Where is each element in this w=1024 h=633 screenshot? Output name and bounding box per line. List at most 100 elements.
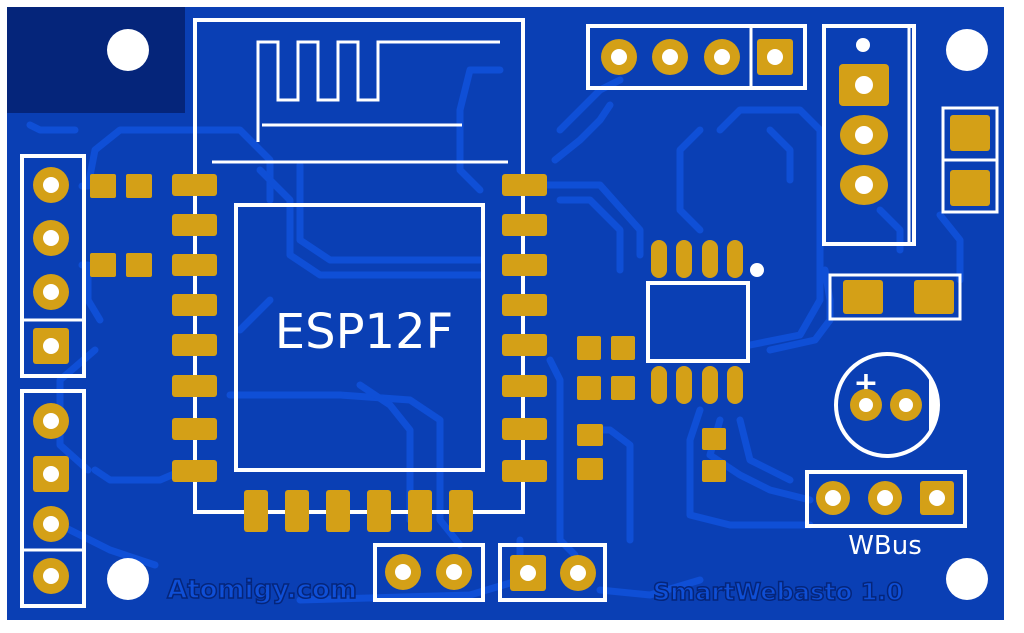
chip-pin bbox=[651, 240, 667, 278]
website-label: Atomigy.com bbox=[167, 575, 357, 605]
header-pin-hole bbox=[877, 490, 893, 506]
module-pad bbox=[502, 174, 547, 196]
smd-resistors-left bbox=[90, 174, 152, 277]
header-outline bbox=[20, 389, 86, 608]
left-header-top bbox=[20, 154, 86, 378]
smd-pad bbox=[611, 336, 635, 360]
smd-pad bbox=[90, 174, 116, 198]
module-pad bbox=[502, 294, 547, 316]
capacitor-pin-hole bbox=[899, 398, 913, 412]
header-pin-hole bbox=[714, 49, 730, 65]
smd-pad bbox=[702, 428, 726, 450]
soic8-chip bbox=[646, 240, 764, 404]
module-pads-right bbox=[502, 174, 547, 482]
smd-outline bbox=[828, 273, 962, 321]
header-pin-hole bbox=[855, 76, 873, 94]
chip-pin bbox=[727, 366, 743, 404]
smd-pad bbox=[577, 458, 603, 480]
header-pin-hole bbox=[446, 564, 462, 580]
mounting-holes bbox=[107, 29, 988, 600]
header-outline bbox=[373, 543, 485, 602]
header-pin-hole bbox=[43, 568, 59, 584]
dark-copper-zone bbox=[7, 7, 185, 113]
smd-pad bbox=[843, 280, 883, 314]
chip-body bbox=[646, 281, 750, 363]
header-pin-hole bbox=[825, 490, 841, 506]
header-pin-hole bbox=[855, 176, 873, 194]
module-pad bbox=[172, 334, 217, 356]
chip-pin bbox=[651, 366, 667, 404]
module-pad bbox=[244, 490, 268, 532]
header-pin-hole bbox=[395, 564, 411, 580]
top-header bbox=[586, 24, 807, 90]
right-vertical-header bbox=[822, 24, 916, 246]
smd-pad bbox=[577, 424, 603, 446]
module-pad bbox=[367, 490, 391, 532]
module-pad bbox=[172, 294, 217, 316]
header-pin-hole bbox=[43, 177, 59, 193]
polarity-dot-icon bbox=[856, 38, 870, 52]
mounting-hole-icon bbox=[107, 558, 149, 600]
header-pin-hole bbox=[43, 516, 59, 532]
wbus-connector: WBus bbox=[805, 470, 967, 561]
header-pin-hole bbox=[662, 49, 678, 65]
connector-label: WBus bbox=[848, 531, 922, 561]
header-outline bbox=[20, 154, 86, 378]
header-pin-hole bbox=[520, 565, 536, 581]
pcb-antenna-icon bbox=[256, 40, 500, 142]
module-pads-left bbox=[172, 174, 217, 482]
module-pads-bottom bbox=[244, 490, 473, 532]
module-pad bbox=[449, 490, 473, 532]
smd-pad bbox=[90, 253, 116, 277]
header-pin-hole bbox=[611, 49, 627, 65]
chip-pin bbox=[676, 240, 692, 278]
module-pad bbox=[502, 334, 547, 356]
module-pad bbox=[502, 460, 547, 482]
mounting-hole-icon bbox=[946, 558, 988, 600]
module-label: ESP12F bbox=[275, 304, 453, 360]
electrolytic-capacitor: + bbox=[834, 352, 940, 458]
capacitor-pin-hole bbox=[859, 398, 873, 412]
bottom-header-right bbox=[498, 543, 607, 602]
mounting-hole-icon bbox=[946, 29, 988, 71]
smd-pad bbox=[126, 174, 152, 198]
smd-pad bbox=[577, 376, 601, 400]
smd-pad bbox=[611, 376, 635, 400]
chip-pin bbox=[702, 240, 718, 278]
smd-pad bbox=[126, 253, 152, 277]
smd-pad bbox=[950, 115, 990, 151]
header-pin-hole bbox=[929, 490, 945, 506]
module-pad bbox=[172, 174, 217, 196]
product-label: SmartWebasto 1.0 bbox=[653, 578, 903, 606]
mounting-hole-icon bbox=[107, 29, 149, 71]
chip-pin bbox=[727, 240, 743, 278]
module-pad bbox=[502, 254, 547, 276]
module-pad bbox=[172, 214, 217, 236]
copper-traces bbox=[26, 66, 964, 604]
module-pad bbox=[285, 490, 309, 532]
header-pin-hole bbox=[43, 413, 59, 429]
chip-pin bbox=[676, 366, 692, 404]
header-pin-hole bbox=[43, 338, 59, 354]
module-pad bbox=[172, 375, 217, 397]
smd-resistors-middle bbox=[577, 336, 726, 482]
smd-resistor-right bbox=[828, 273, 962, 321]
header-pin-hole bbox=[43, 466, 59, 482]
smd-pad bbox=[914, 280, 954, 314]
chip-pin bbox=[702, 366, 718, 404]
smd-pad bbox=[950, 170, 990, 206]
module-pad bbox=[172, 460, 217, 482]
module-pad bbox=[502, 214, 547, 236]
header-pin-hole bbox=[43, 230, 59, 246]
module-pad bbox=[502, 418, 547, 440]
module-pad bbox=[326, 490, 350, 532]
module-pad bbox=[502, 375, 547, 397]
module-pad bbox=[172, 418, 217, 440]
bottom-header-left bbox=[373, 543, 485, 602]
header-outline bbox=[586, 24, 807, 90]
module-shield bbox=[234, 203, 485, 472]
polarity-dot-icon bbox=[750, 263, 764, 277]
header-outline bbox=[822, 24, 916, 246]
header-outline bbox=[498, 543, 607, 602]
